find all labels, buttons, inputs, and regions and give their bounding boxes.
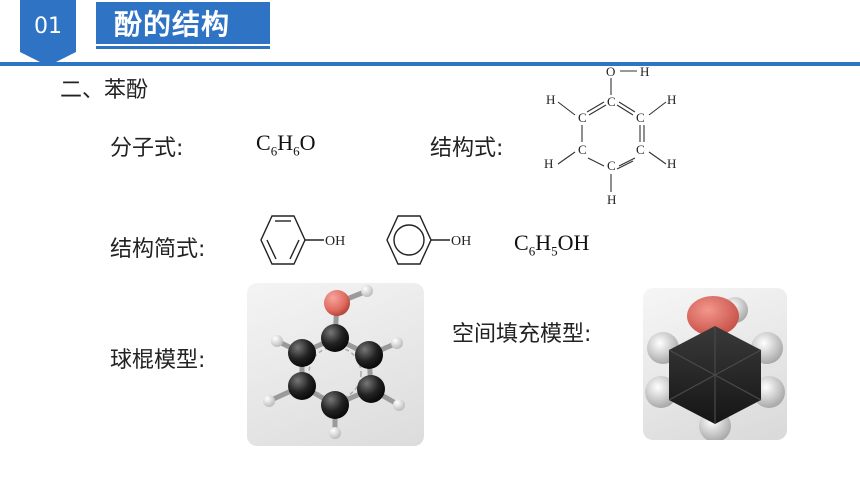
atom-h4: H [607, 192, 616, 207]
structural-formula-diagram: O H C C C C C C H H H H H [544, 64, 676, 207]
phenol-kekule-structure: OH [260, 215, 345, 265]
oh-label-1: OH [325, 234, 345, 249]
space-fill-label: 空间填充模型: [452, 322, 592, 347]
structural-formula-label: 结构式: [430, 136, 504, 161]
oh-label-2: OH [451, 234, 471, 249]
atom-c5: C [578, 142, 587, 157]
phenol-aromatic-structure: OH [386, 215, 471, 265]
simplified-formula-label: 结构简式: [110, 237, 206, 262]
atom-o: O [606, 64, 615, 79]
section-number-tail [20, 52, 76, 66]
section-number-badge: 01 [20, 0, 76, 52]
atom-h5: H [544, 156, 553, 171]
atom-h2: H [667, 92, 676, 107]
atom-c1: C [607, 94, 616, 109]
space-fill-model-image [643, 288, 787, 442]
atom-c6: C [578, 110, 587, 125]
molecular-formula: C6H6O [256, 130, 316, 159]
title-underline [96, 46, 270, 49]
page-title: 酚的结构 [96, 2, 270, 44]
atom-c4: C [607, 158, 616, 173]
section-heading: 二、苯酚 [60, 78, 149, 103]
molecular-formula-label: 分子式: [110, 136, 184, 161]
header-rule [0, 62, 860, 66]
ball-stick-label: 球棍模型: [110, 348, 206, 373]
atom-h3: H [667, 156, 676, 171]
atom-c3: C [636, 142, 645, 157]
atom-h-oh: H [640, 64, 649, 79]
atom-h6: H [546, 92, 555, 107]
ball-stick-model-image [247, 283, 424, 446]
atom-c2: C [636, 110, 645, 125]
condensed-formula: C6H5OH [514, 230, 590, 259]
